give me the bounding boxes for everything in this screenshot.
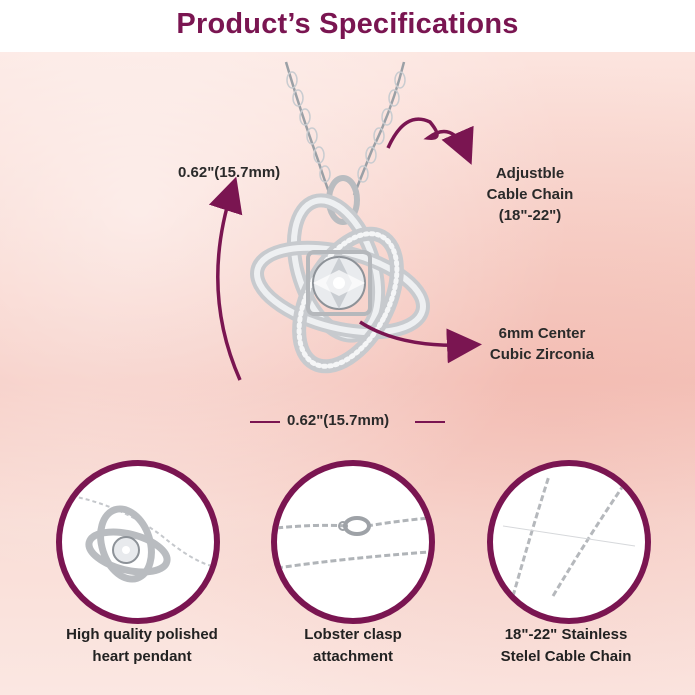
clasp-closeup-photo (277, 516, 429, 570)
feature-image-chain (487, 460, 651, 624)
feature-caption-clasp: Lobster clasp attachment (253, 624, 453, 668)
height-dimension-label: 0.62"(15.7mm) (178, 164, 281, 181)
feature-caption-line: attachment (312, 648, 394, 665)
chain-callout-line: Adjustble (495, 165, 565, 182)
chain-callout: Adjustble Cable Chain (18"-22") (470, 163, 590, 226)
stone-callout: 6mm Center Cubic Zirconia (478, 323, 606, 365)
stone-callout-line: 6mm Center (498, 325, 586, 342)
title-band (0, 0, 695, 52)
width-dimension-label: 0.62"(15.7mm) (287, 412, 390, 429)
stone-callout-line: Cubic Zirconia (489, 346, 595, 363)
feature-caption-line: Stelel Cable Chain (500, 648, 632, 665)
width-dimension-line-left (250, 421, 280, 423)
chain-closeup-photo (502, 475, 636, 597)
feature-image-clasp (271, 460, 435, 624)
feature-caption-line: heart pendant (92, 648, 192, 665)
chain-callout-line: (18"-22") (498, 207, 562, 224)
feature-image-pendant (56, 460, 220, 624)
feature-caption-line: 18"-22" Stainless (504, 626, 628, 643)
pendant-closeup-photo (71, 495, 213, 583)
feature-caption-line: Lobster clasp (304, 626, 402, 643)
feature-caption-line: High quality polished (66, 626, 218, 643)
page-title: Product’s Specifications (176, 8, 519, 40)
feature-caption-pendant: High quality polished heart pendant (42, 624, 242, 668)
feature-caption-chain: 18"-22" Stainless Stelel Cable Chain (466, 624, 666, 668)
chain-callout-line: Cable Chain (486, 186, 574, 203)
width-dimension-line-right (415, 421, 445, 423)
